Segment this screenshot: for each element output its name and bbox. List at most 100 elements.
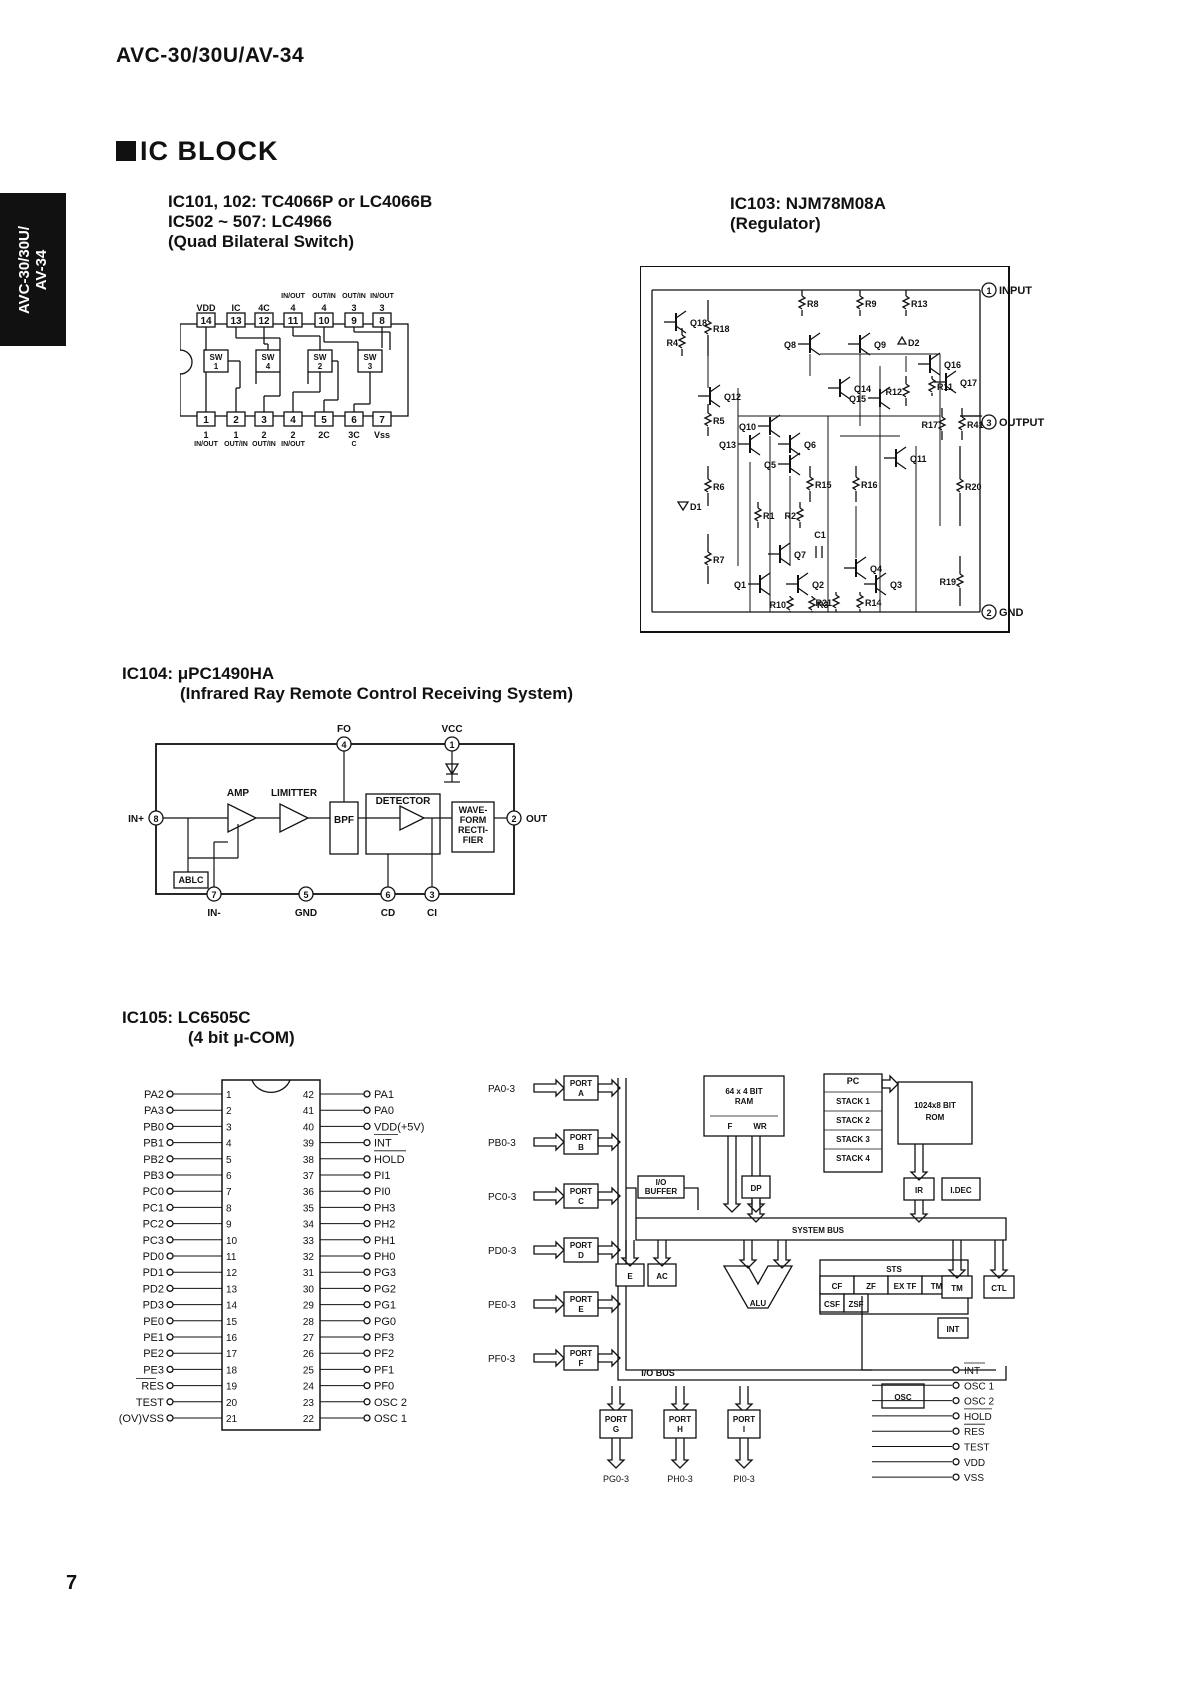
bus-link xyxy=(626,1187,637,1218)
signal-name: TEST xyxy=(964,1443,990,1454)
port-label: PORT xyxy=(570,1133,592,1142)
transistor-collector xyxy=(789,432,801,441)
ac-label: AC xyxy=(656,1272,668,1281)
pin-number-right: 24 xyxy=(303,1382,315,1393)
diode-d2 xyxy=(896,335,908,345)
port-letter: I xyxy=(743,1425,745,1434)
port-box xyxy=(563,1237,599,1263)
pin-number-right: 37 xyxy=(303,1171,315,1182)
int-label: INT xyxy=(947,1325,960,1334)
transistor-emitter xyxy=(789,467,801,476)
bus-arrow-v xyxy=(734,1438,754,1469)
pin-signal-left: PD1 xyxy=(143,1267,164,1279)
resistor-symbol xyxy=(795,507,805,522)
ic105-title: IC105: LC6505C (4 bit μ-COM) xyxy=(122,1008,295,1048)
bus-arrow xyxy=(597,1294,621,1314)
transistor-emitter xyxy=(749,447,761,456)
pin-terminal-right xyxy=(363,1317,371,1325)
resistor-symbol xyxy=(901,295,911,310)
switch-number: 2 xyxy=(318,362,323,371)
pin-signal-right: PA1 xyxy=(374,1089,394,1101)
diode-label: D1 xyxy=(690,502,702,512)
pin-terminal-right xyxy=(363,1268,371,1276)
transistor-emitter xyxy=(675,325,687,334)
resistor-symbol xyxy=(927,378,937,393)
transistor-collector xyxy=(879,386,891,395)
port-letter: F xyxy=(579,1359,584,1368)
bus-arrow-v xyxy=(947,1240,967,1279)
bus-arrow-v xyxy=(670,1438,690,1469)
transistor-collector xyxy=(945,370,957,379)
pin-signal-right: PF3 xyxy=(374,1332,394,1344)
transistor-collector xyxy=(809,332,821,341)
diode-label: D2 xyxy=(908,338,920,348)
transistor-emitter xyxy=(945,385,957,394)
pin-signal-left: PD3 xyxy=(143,1300,164,1312)
pin-number-left: 3 xyxy=(226,1122,232,1133)
pin-signal-right: OSC 1 xyxy=(374,1413,407,1425)
pin-signal-right: PG1 xyxy=(374,1300,396,1312)
pin-terminal-left xyxy=(166,1252,174,1260)
port-label: PORT xyxy=(570,1349,592,1358)
resistor-symbol xyxy=(805,476,815,491)
resistor-symbol xyxy=(955,573,965,588)
pin-name: OUT xyxy=(526,814,547,825)
bus-arrow xyxy=(533,1132,565,1152)
pin-name: VCC xyxy=(441,724,462,735)
resistor-symbol xyxy=(703,320,713,335)
ram-flag: WR xyxy=(753,1122,767,1131)
pin-function-label: IN/OUT xyxy=(370,293,394,300)
signal-terminal xyxy=(952,1381,960,1389)
port-signal: PF0-3 xyxy=(488,1354,516,1365)
int-link xyxy=(861,1296,872,1371)
bus-arrow-v xyxy=(722,1136,742,1213)
pin-function-sub: IN/OUT xyxy=(194,441,218,448)
transistor-label: Q12 xyxy=(724,392,741,402)
idec-box xyxy=(941,1177,981,1201)
osc-label: OSC xyxy=(894,1393,912,1402)
int-box xyxy=(937,1317,969,1339)
transistor-emitter xyxy=(839,391,851,400)
signal-name: HOLD xyxy=(964,1412,992,1423)
buffer-link xyxy=(684,1187,699,1210)
ic101-title-line: IC101, 102: TC4066P or LC4066B xyxy=(168,192,433,211)
pin-number-right: 40 xyxy=(303,1122,315,1133)
switch-number: 1 xyxy=(214,362,219,371)
ram-label: RAM xyxy=(735,1097,754,1106)
resistor-label: R10 xyxy=(769,600,786,610)
pin-signal-left: PB3 xyxy=(143,1170,164,1182)
transistor-collector xyxy=(895,446,907,455)
pin-number-right: 38 xyxy=(303,1155,315,1166)
bus-arrow-v xyxy=(746,1136,766,1213)
io-buffer-label: I/O xyxy=(656,1178,667,1187)
io-bus-label: I/O BUS xyxy=(641,1368,675,1378)
transistor-collector xyxy=(749,432,761,441)
bus-arrow-v xyxy=(652,1240,672,1267)
pin-number: 2 xyxy=(511,814,516,824)
port-label: PORT xyxy=(570,1079,592,1088)
transistor-collector xyxy=(875,572,887,581)
port-signal-bottom: PI0-3 xyxy=(733,1474,755,1484)
port-label: PORT xyxy=(570,1295,592,1304)
side-tab: AVC-30/30U/AV-34 xyxy=(0,193,66,346)
limiter-label: LIMITTER xyxy=(271,788,318,799)
pin-terminal-left xyxy=(166,1284,174,1293)
pin-number: 6 xyxy=(385,890,390,900)
signal-terminal xyxy=(952,1458,960,1466)
pin-terminal-left xyxy=(166,1349,174,1357)
pin-number-bottom: 4 xyxy=(290,415,296,426)
signal-name: RES xyxy=(964,1427,985,1438)
pin-number: 2 xyxy=(986,608,991,618)
pin-label-top: 3 xyxy=(351,303,356,313)
transistor-label: Q14 xyxy=(854,384,871,394)
sts-label: STS xyxy=(886,1265,902,1274)
pin-label-bottom: Vss xyxy=(374,430,390,440)
bus-arrow-v xyxy=(606,1438,626,1469)
port-signal: PE0-3 xyxy=(488,1300,516,1311)
transistor-emitter xyxy=(809,347,821,356)
flag-label: TMF xyxy=(931,1282,948,1291)
side-tab-line1: AVC-30/30U/ xyxy=(16,225,33,314)
pin-number-right: 32 xyxy=(303,1252,315,1263)
pin-number-right: 42 xyxy=(303,1090,315,1101)
